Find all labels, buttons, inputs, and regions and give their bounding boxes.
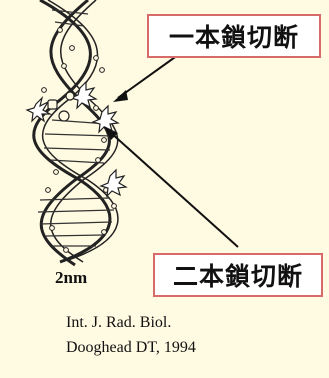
- scale-label: 2nm: [55, 268, 87, 288]
- double-strand-break-label: 二本鎖切断: [153, 253, 323, 297]
- single-break-arrowhead: [113, 90, 128, 102]
- citation-journal: Int. J. Rad. Biol.: [66, 314, 171, 332]
- double-break-arrow: [110, 132, 238, 247]
- single-break-arrow: [118, 55, 178, 98]
- single-strand-break-label: 一本鎖切断: [147, 14, 321, 58]
- citation-author: Dooghead DT, 1994: [66, 339, 196, 357]
